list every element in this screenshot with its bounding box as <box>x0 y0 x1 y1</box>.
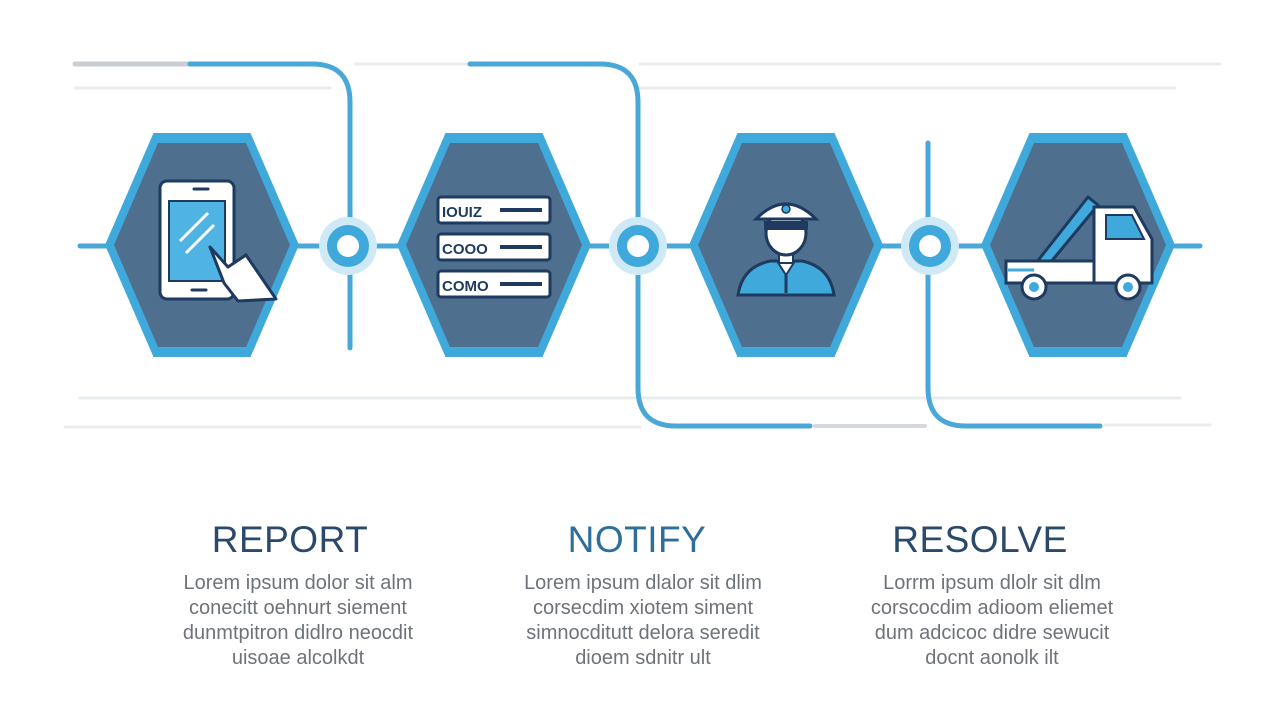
step-description-report: Lorem ipsum dolor sit alm conecitt oehnu… <box>138 571 458 671</box>
step-description-line: dum adcicoc didre sewucit <box>874 622 1110 644</box>
hexagon-step-officer <box>689 133 883 357</box>
connector-nodes <box>319 217 959 275</box>
step-description-line: simnocditutt delora seredit <box>526 622 760 644</box>
form-field-2-label: COOO <box>442 241 488 258</box>
step-description-resolve: Lorrm ipsum dlolr sit dlm corscocdim adi… <box>832 571 1152 671</box>
form-fields-icon: IOUIZ COOO COMO <box>436 195 552 299</box>
step-description-line: corscocdim adioom eliemet <box>870 597 1114 619</box>
step-title-report: REPORT <box>211 519 369 560</box>
step-description-notify: Lorem ipsum dlalor sit dlim corsecdim xi… <box>483 571 803 671</box>
step-description-line: dunmtpitron didlro neocdit <box>182 622 414 644</box>
form-field-3-label: COMO <box>442 278 489 295</box>
hexagon-step-truck <box>981 133 1175 357</box>
connector-node-3 <box>901 217 959 275</box>
step-description-line: Lorem ipsum dlalor sit dlim <box>524 572 762 594</box>
step-description-line: Lorem ipsum dolor sit alm <box>183 572 413 594</box>
step-description-line: conecitt oehnurt siement <box>189 597 407 619</box>
step-description-line: uisoae alcolkdt <box>231 647 365 669</box>
hexagon-step-report <box>105 133 299 357</box>
officer-icon <box>736 202 836 297</box>
step-description-line: dioem sdnitr ult <box>575 647 711 669</box>
tow-truck-icon <box>1004 195 1154 301</box>
connector-node-2 <box>609 217 667 275</box>
connector-node-1 <box>319 217 377 275</box>
step-description-line: Lorrm ipsum dlolr sit dlm <box>883 572 1101 594</box>
form-field-1-label: IOUIZ <box>442 204 482 221</box>
background-rules <box>63 62 1222 429</box>
hexagon-step-form: IOUIZ COOO COMO <box>397 133 591 357</box>
step-title-notify: NOTIFY <box>567 519 707 560</box>
step-title-resolve: RESOLVE <box>892 519 1068 560</box>
smartphone-tap-icon <box>158 179 278 303</box>
step-description-line: docnt aonolk ilt <box>925 647 1059 669</box>
step-description-line: corsecdim xiotem siment <box>532 597 754 619</box>
